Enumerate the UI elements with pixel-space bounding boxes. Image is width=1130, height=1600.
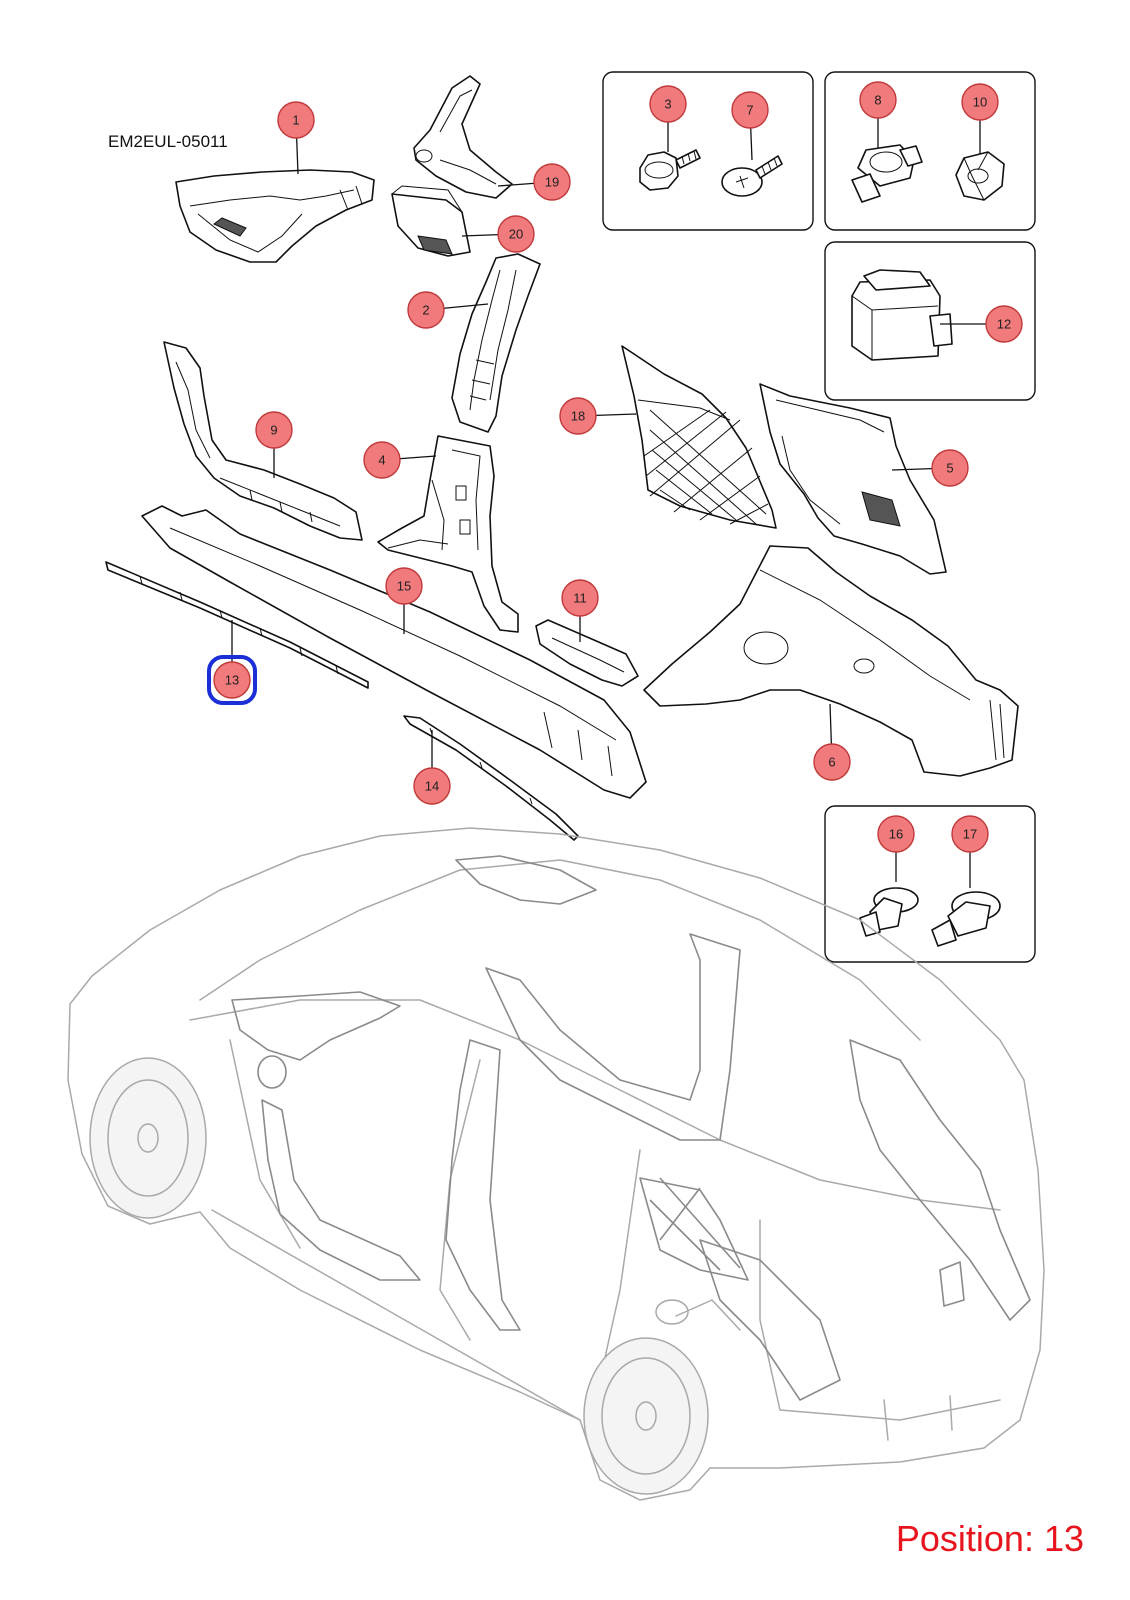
callout-15[interactable]: 15 xyxy=(385,567,423,605)
callout-number: 8 xyxy=(874,93,881,108)
clip-box-16-17 xyxy=(824,805,1036,963)
callout-number: 6 xyxy=(828,755,835,770)
callout-7[interactable]: 7 xyxy=(731,91,769,129)
trim-part-20 xyxy=(391,185,471,257)
callout-18[interactable]: 18 xyxy=(559,397,597,435)
callout-5[interactable]: 5 xyxy=(931,449,969,487)
callout-17[interactable]: 17 xyxy=(951,815,989,853)
callout-circle xyxy=(559,397,597,435)
callout-circle xyxy=(255,411,293,449)
trim-part-11 xyxy=(535,619,639,687)
callout-number: 18 xyxy=(571,409,585,424)
callout-number: 4 xyxy=(378,453,385,468)
trim-part-2 xyxy=(451,253,541,433)
trim-part-18 xyxy=(621,345,777,529)
callout-number: 19 xyxy=(545,175,559,190)
bracket-part-12 xyxy=(851,269,953,361)
callout-circle xyxy=(985,305,1023,343)
car-installed-trims xyxy=(231,855,1031,1401)
callout-number: 11 xyxy=(573,591,587,606)
trim-part-13 xyxy=(105,561,369,689)
callout-4[interactable]: 4 xyxy=(363,441,401,479)
nut-part-10 xyxy=(955,151,1005,201)
callout-number: 9 xyxy=(270,423,277,438)
callout-number: 13 xyxy=(225,673,239,688)
fastener-box-3-7 xyxy=(602,71,814,231)
callout-2[interactable]: 2 xyxy=(407,291,445,329)
callout-number: 10 xyxy=(973,95,987,110)
bolt-part-3 xyxy=(639,149,701,191)
callout-circle xyxy=(533,163,571,201)
position-indicator: Position: 13 xyxy=(895,1518,1084,1559)
callout-9[interactable]: 9 xyxy=(255,411,293,449)
trim-part-4 xyxy=(377,435,519,633)
callout-circle xyxy=(931,449,969,487)
callout-circle xyxy=(385,567,423,605)
trim-part-14 xyxy=(403,715,579,841)
callout-circle xyxy=(649,85,687,123)
callout-circle xyxy=(363,441,401,479)
callout-number: 1 xyxy=(292,113,299,128)
diagram-code: EM2EUL-05011 xyxy=(108,132,228,151)
callout-circle xyxy=(951,815,989,853)
callout-number: 15 xyxy=(397,579,411,594)
callout-circle xyxy=(277,101,315,139)
callout-12[interactable]: 12 xyxy=(985,305,1023,343)
callout-11[interactable]: 11 xyxy=(561,579,599,617)
callout-6[interactable]: 6 xyxy=(813,743,851,781)
trim-part-6 xyxy=(643,545,1019,777)
callout-circle xyxy=(859,81,897,119)
callout-number: 12 xyxy=(997,317,1011,332)
callout-16[interactable]: 16 xyxy=(877,815,915,853)
mesh-grid xyxy=(643,409,769,525)
callout-number: 17 xyxy=(963,827,977,842)
callout-1[interactable]: 1 xyxy=(277,101,315,139)
callout-number: 5 xyxy=(946,461,953,476)
trim-part-9 xyxy=(163,341,363,541)
trim-part-15 xyxy=(141,505,647,799)
callout-circle xyxy=(731,91,769,129)
callout-highlight-ring xyxy=(207,655,257,705)
callout-circle xyxy=(961,83,999,121)
clip-part-16 xyxy=(859,887,919,937)
callout-number: 14 xyxy=(425,779,439,794)
callout-19[interactable]: 19 xyxy=(533,163,571,201)
callout-circle xyxy=(877,815,915,853)
callout-circle xyxy=(213,661,251,699)
callout-13[interactable]: 13 xyxy=(207,655,257,705)
callout-number: 16 xyxy=(889,827,903,842)
callout-14[interactable]: 14 xyxy=(413,767,451,805)
callout-10[interactable]: 10 xyxy=(961,83,999,121)
car-outline xyxy=(67,827,1045,1501)
callout-circle xyxy=(413,767,451,805)
callout-circle xyxy=(813,743,851,781)
callout-number: 2 xyxy=(422,303,429,318)
clip-part-8 xyxy=(851,144,923,203)
fastener-box-8-10 xyxy=(824,71,1036,231)
callout-number: 3 xyxy=(664,97,671,112)
trim-part-19 xyxy=(413,75,513,199)
callout-3[interactable]: 3 xyxy=(649,85,687,123)
clip-part-17 xyxy=(931,891,1001,947)
callout-number: 7 xyxy=(746,103,753,118)
screw-part-7 xyxy=(721,155,783,197)
callout-number: 20 xyxy=(509,227,523,242)
callout-circle xyxy=(497,215,535,253)
callout-8[interactable]: 8 xyxy=(859,81,897,119)
trim-part-1 xyxy=(175,169,375,263)
callout-20[interactable]: 20 xyxy=(497,215,535,253)
callout-circle xyxy=(561,579,599,617)
callout-circle xyxy=(407,291,445,329)
trim-part-5 xyxy=(759,383,947,575)
